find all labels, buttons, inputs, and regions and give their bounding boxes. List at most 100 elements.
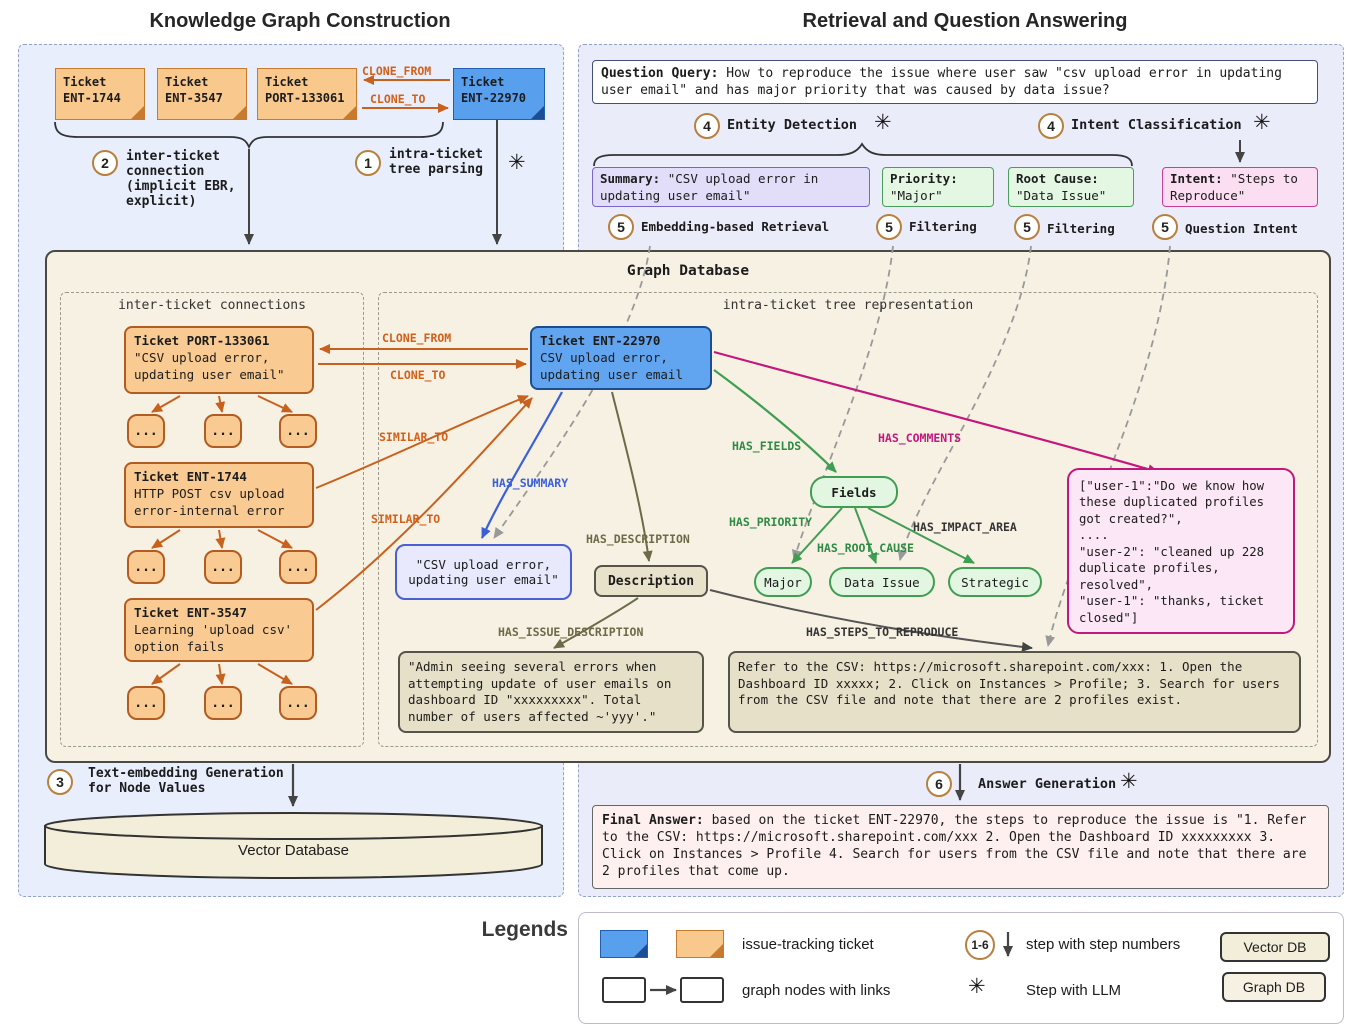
legend-graph-db-badge: Graph DB: [1222, 972, 1326, 1002]
ticket-port-133061: Ticket PORT-133061: [257, 68, 357, 120]
legend-ticket-blue-icon: [600, 930, 648, 958]
openai-icon: ✳: [1253, 110, 1271, 134]
step-2-number: 2: [101, 155, 109, 171]
legend-title: Legends: [481, 918, 568, 941]
final-answer-text: based on the ticket ENT-22970, the steps…: [602, 813, 1307, 880]
node-body: HTTP POST csv upload error-internal erro…: [134, 485, 285, 518]
node-title: Ticket ENT-3547: [134, 605, 247, 620]
has-summary-edge-label: HAS_SUMMARY: [492, 476, 569, 490]
ellipsis-text: ...: [286, 559, 310, 575]
ellipsis-node: ...: [279, 550, 317, 584]
node-body: CSV upload error, updating user email: [540, 349, 683, 382]
ellipsis-node: ...: [204, 686, 242, 720]
legend-step-llm-label: Step with LLM: [1026, 982, 1122, 999]
has-comments-edge-label: HAS_COMMENTS: [878, 431, 962, 445]
has-impact-area-edge-label: HAS_IMPACT_AREA: [913, 520, 1017, 534]
ellipsis-text: ...: [134, 423, 158, 439]
ellipsis-text: ...: [134, 695, 158, 711]
step-4a-circle: 4: [694, 113, 720, 139]
embedding-retrieval-label: Embedding-based Retrieval: [641, 219, 830, 234]
step-5b-number: 5: [885, 219, 893, 235]
question-query-text: How to reproduce the issue where user sa…: [601, 66, 1282, 98]
qa-section-title: Retrieval and Question Answering: [802, 10, 1128, 32]
step-5d-circle: 5: [1152, 214, 1178, 240]
ellipsis-text: ...: [134, 559, 158, 575]
legend-graph-node-icon: [602, 977, 646, 1003]
clone-to-edge-label: CLONE_TO: [390, 368, 446, 382]
ellipsis-node: ...: [204, 550, 242, 584]
legend-vector-db-badge: Vector DB: [1220, 932, 1330, 962]
fields-graph-node: Fields: [810, 476, 898, 508]
question-query-label: Question Query:: [601, 66, 719, 81]
step-6-number: 6: [935, 776, 943, 792]
ticket-ent-1744: Ticket ENT-1744: [55, 68, 145, 120]
ellipsis-node: ...: [127, 686, 165, 720]
ellipsis-node: ...: [204, 414, 242, 448]
question-intent-label: Question Intent: [1185, 221, 1298, 236]
answer-generation-label: Answer Generation: [978, 776, 1117, 792]
filtering-label-1: Filtering: [909, 219, 977, 234]
graph-node-ent-3547: Ticket ENT-3547 Learning 'upload csv' op…: [124, 598, 314, 662]
kg-section-title: Knowledge Graph Construction: [149, 10, 451, 32]
priority-label: Priority:: [890, 171, 958, 186]
ellipsis-text: ...: [211, 695, 235, 711]
root-cause-entity-box: Root Cause: "Data Issue": [1008, 167, 1134, 207]
step-5d-number: 5: [1161, 219, 1169, 235]
ellipsis-node: ...: [127, 414, 165, 448]
node-title: Ticket ENT-1744: [134, 469, 247, 484]
node-body: Learning 'upload csv' option fails: [134, 621, 293, 654]
ellipsis-text: ...: [211, 559, 235, 575]
step-3-number: 3: [56, 774, 64, 790]
steps-to-reproduce-node: Refer to the CSV: https://microsoft.shar…: [728, 651, 1301, 733]
legend-step-range-circle: 1-6: [965, 930, 995, 960]
has-issue-description-edge-label: HAS_ISSUE_DESCRIPTION: [498, 625, 644, 639]
legend-box: [578, 912, 1344, 1024]
step-3-label: Text-embedding Generation for Node Value…: [88, 766, 284, 796]
strategic-graph-node: Strategic: [948, 567, 1042, 597]
graph-node-port-133061: Ticket PORT-133061 "CSV upload error, up…: [124, 326, 314, 394]
graph-database-title: Graph Database: [626, 263, 750, 279]
has-description-edge-label: HAS_DESCRIPTION: [586, 532, 690, 546]
legend-graph-nodes-label: graph nodes with links: [742, 982, 891, 999]
root-cause-value: "Data Issue": [1016, 187, 1107, 203]
step-2-label: inter-ticket connection (implicit EBR, e…: [126, 149, 236, 209]
vector-database-label: Vector Database: [238, 842, 349, 859]
priority-entity-box: Priority: "Major": [882, 167, 994, 207]
has-fields-edge-label: HAS_FIELDS: [732, 439, 802, 453]
graph-node-ent-22970: Ticket ENT-22970 CSV upload error, updat…: [530, 326, 712, 390]
summary-value: "CSV upload error in updating user email…: [600, 171, 819, 203]
has-priority-edge-label: HAS_PRIORITY: [729, 515, 813, 529]
step-5c-circle: 5: [1014, 214, 1040, 240]
clone-from-label-top: CLONE_FROM: [362, 64, 432, 78]
similar-to-edge-label: SIMILAR_TO: [371, 512, 441, 526]
ellipsis-text: ...: [286, 423, 310, 439]
question-query-box: Question Query: How to reproduce the iss…: [592, 60, 1318, 104]
ellipsis-node: ...: [279, 686, 317, 720]
filtering-label-2: Filtering: [1047, 221, 1115, 236]
legend-step-numbers-label: step with step numbers: [1026, 936, 1181, 953]
node-body: "CSV upload error, updating user email": [134, 349, 285, 382]
legend-step-range-text: 1-6: [971, 938, 989, 952]
step-2-circle: 2: [92, 150, 118, 176]
step-5c-number: 5: [1023, 219, 1031, 235]
ellipsis-node: ...: [127, 550, 165, 584]
legend-graph-node-icon: [680, 977, 724, 1003]
intra-ticket-label: intra-ticket tree representation: [722, 298, 974, 313]
comments-graph-node: ["user-1":"Do we know how these duplicat…: [1067, 468, 1295, 634]
ellipsis-node: ...: [279, 414, 317, 448]
graph-node-ent-1744: Ticket ENT-1744 HTTP POST csv upload err…: [124, 462, 314, 528]
summary-entity-box: Summary: "CSV upload error in updating u…: [592, 167, 870, 207]
step-4b-circle: 4: [1038, 113, 1064, 139]
openai-icon: ✳: [1120, 769, 1138, 793]
step-5a-circle: 5: [608, 214, 634, 240]
ticket-ent-3547: Ticket ENT-3547: [157, 68, 247, 120]
step-5a-number: 5: [617, 219, 625, 235]
step-6-circle: 6: [926, 771, 952, 797]
final-answer-label: Final Answer:: [602, 813, 704, 828]
clone-from-edge-label: CLONE_FROM: [382, 331, 452, 345]
openai-icon: ✳: [874, 110, 892, 134]
has-root-cause-edge-label: HAS_ROOT_CAUSE: [817, 541, 914, 555]
step-1-circle: 1: [355, 150, 381, 176]
issue-description-node: "Admin seeing several errors when attemp…: [398, 651, 704, 733]
step-4b-number: 4: [1047, 118, 1055, 134]
